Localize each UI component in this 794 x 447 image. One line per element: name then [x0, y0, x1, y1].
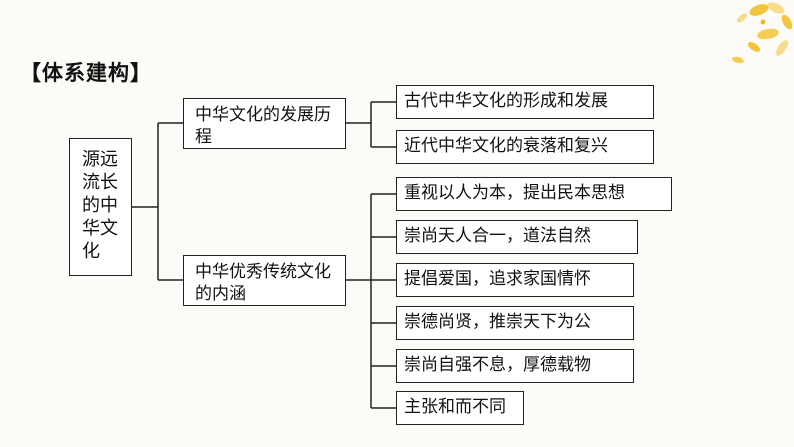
branch-node-connotation: 中华优秀传统文化的内涵 — [183, 255, 346, 306]
section-heading: 【体系建构】 — [20, 61, 152, 85]
leaf-node: 重视以人为本，提出民本思想 — [396, 177, 672, 211]
leaf-node: 近代中华文化的衰落和复兴 — [396, 130, 654, 164]
leaf-node: 崇尚天人合一，道法自然 — [396, 220, 638, 254]
leaf-node: 崇德尚贤，推崇天下为公 — [396, 306, 634, 340]
leaf-node: 提倡爱国，追求家国情怀 — [396, 263, 634, 297]
branch-node-label: 中华文化的发展历程 — [195, 105, 331, 147]
root-node: 源远流长的中华文化 — [69, 138, 132, 276]
leaf-node: 古代中华文化的形成和发展 — [396, 85, 654, 119]
branch-node-label: 中华优秀传统文化的内涵 — [195, 262, 331, 304]
branch-node-development: 中华文化的发展历程 — [183, 98, 346, 149]
root-node-label: 源远流长的中华文化 — [82, 149, 118, 262]
leaf-node: 崇尚自强不息，厚德载物 — [396, 349, 634, 383]
leaf-node: 主张和而不同 — [396, 391, 524, 425]
flower-petals-decoration — [732, 2, 793, 64]
